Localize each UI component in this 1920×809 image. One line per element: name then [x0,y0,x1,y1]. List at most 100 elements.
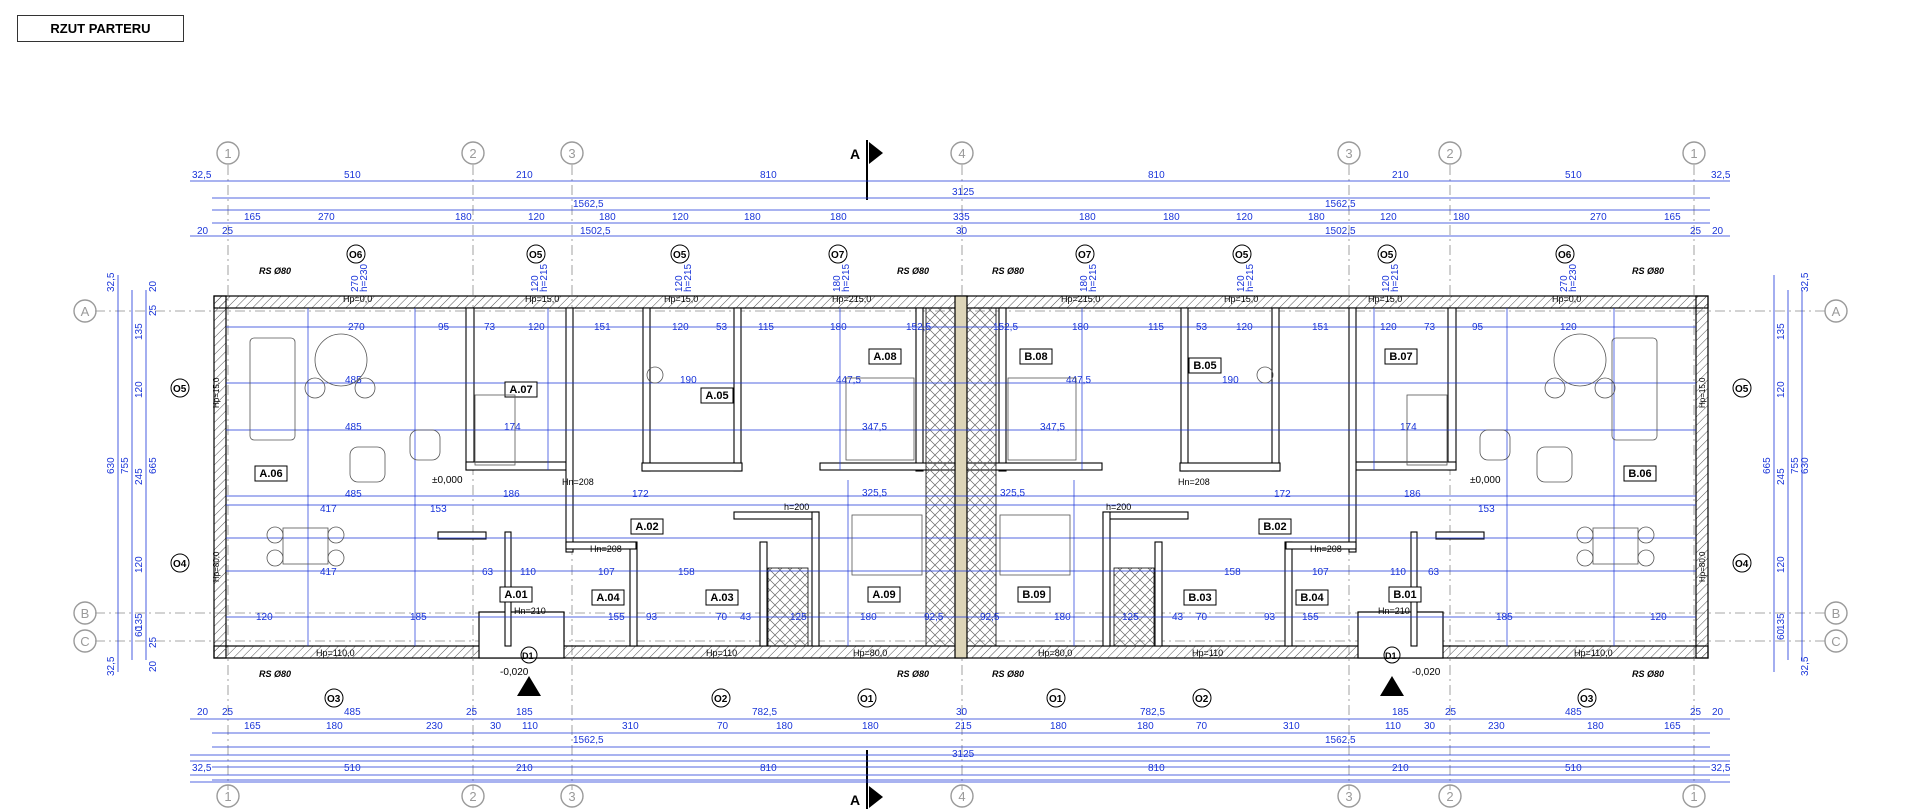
svg-text:1562,5: 1562,5 [573,735,604,746]
svg-text:180: 180 [599,212,616,223]
interior-dimensions: 270 95 73 120 151 120 53 115 180 152,5 1… [256,322,1667,623]
axis-bubble: 1 [216,141,240,165]
svg-text:180: 180 [862,721,879,732]
svg-text:120: 120 [1236,275,1247,292]
svg-text:h=215: h=215 [1088,263,1099,292]
svg-text:O2: O2 [1195,694,1209,705]
svg-text:3: 3 [1345,789,1352,804]
svg-text:Hp=15,0: Hp=15,0 [1224,294,1258,304]
svg-text:O1: O1 [860,694,874,705]
svg-text:Hp=15,0: Hp=15,0 [212,377,221,408]
svg-text:115: 115 [1148,322,1164,333]
svg-text:180: 180 [1054,612,1071,623]
svg-text:3: 3 [568,146,575,161]
svg-text:120: 120 [134,381,145,398]
svg-text:310: 310 [622,721,639,732]
section-marker-top: A [850,140,883,200]
svg-text:25: 25 [466,707,478,718]
svg-text:Hp=15,0: Hp=15,0 [1368,294,1402,304]
svg-text:270: 270 [350,275,361,292]
svg-text:665: 665 [1762,457,1773,474]
svg-text:107: 107 [1312,567,1329,578]
room-label: A.05 [700,387,734,404]
svg-text:32,5: 32,5 [106,656,117,676]
svg-text:B.02: B.02 [1263,521,1286,533]
room-label: A.06 [254,465,288,482]
svg-text:180: 180 [832,275,843,292]
svg-text:180: 180 [326,721,343,732]
axis-bubble: 2 [1438,141,1462,165]
svg-text:215: 215 [955,721,972,732]
axis-bubble: 3 [1337,784,1361,808]
svg-text:A.05: A.05 [705,390,728,402]
room-label: A.01 [499,586,533,603]
svg-text:810: 810 [760,170,777,181]
svg-text:32,5: 32,5 [192,763,212,774]
svg-text:63: 63 [1428,567,1440,578]
svg-text:95: 95 [438,322,450,333]
axis-bubble: 1 [1682,141,1706,165]
svg-text:447,5: 447,5 [836,375,861,386]
svg-text:1562,5: 1562,5 [1325,735,1356,746]
room-label: B.06 [1623,465,1657,482]
svg-text:RS Ø80: RS Ø80 [259,266,291,276]
svg-text:D1: D1 [1385,651,1397,661]
svg-text:30: 30 [1424,721,1436,732]
svg-text:1: 1 [1690,789,1697,804]
svg-text:D1: D1 [522,651,534,661]
svg-text:Hp=15,0: Hp=15,0 [525,294,559,304]
bottom-dim-row-2: 165 180 230 30 110 310 70 180 180 215 18… [244,721,1681,732]
svg-text:B.04: B.04 [1300,592,1324,604]
room-label: A.08 [868,348,902,365]
svg-text:210: 210 [1392,170,1409,181]
svg-text:70: 70 [717,721,729,732]
svg-text:Hp=80,0: Hp=80,0 [853,648,887,658]
svg-text:210: 210 [516,763,533,774]
svg-text:A: A [81,304,90,319]
svg-text:120: 120 [256,612,273,623]
svg-text:485: 485 [344,707,361,718]
svg-text:C: C [1831,634,1840,649]
svg-text:Hp=110,0: Hp=110,0 [316,648,355,658]
room-label: B.01 [1388,586,1422,603]
svg-text:B: B [1832,606,1841,621]
svg-text:270: 270 [348,322,365,333]
svg-text:A.09: A.09 [872,589,895,601]
svg-text:185: 185 [516,707,533,718]
svg-text:115: 115 [758,322,774,333]
axis-bubble: B [1824,601,1848,625]
svg-text:110: 110 [522,721,538,732]
svg-text:Hn=208: Hn=208 [1310,544,1342,554]
svg-text:180: 180 [860,612,877,623]
svg-text:32,5: 32,5 [1711,763,1731,774]
svg-text:73: 73 [1424,322,1436,333]
window-mark: O3 [1577,688,1597,708]
svg-text:810: 810 [1148,170,1165,181]
svg-text:O7: O7 [831,250,845,261]
room-label: B.07 [1384,348,1418,365]
svg-text:335: 335 [953,212,970,223]
svg-text:3: 3 [568,789,575,804]
svg-text:347,5: 347,5 [1040,422,1065,433]
svg-text:Hn=210: Hn=210 [514,606,546,616]
svg-text:180: 180 [1453,212,1470,223]
svg-text:O5: O5 [1235,250,1249,261]
svg-text:A.07: A.07 [509,384,532,396]
svg-text:485: 485 [345,422,362,433]
svg-text:210: 210 [1392,763,1409,774]
svg-text:RS Ø80: RS Ø80 [1632,266,1664,276]
svg-text:A.06: A.06 [259,468,282,480]
svg-text:110: 110 [520,567,536,578]
svg-text:B.03: B.03 [1188,592,1211,604]
svg-text:O5: O5 [173,384,187,395]
svg-text:3: 3 [1345,146,1352,161]
